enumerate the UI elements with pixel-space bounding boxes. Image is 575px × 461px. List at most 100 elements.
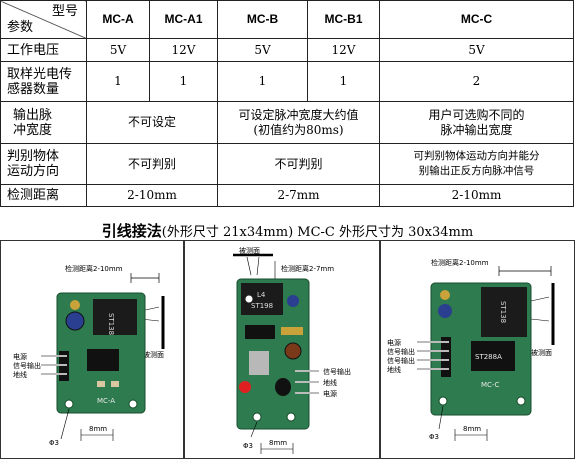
model-mc-a: MC-A — [86, 0, 150, 39]
pulse-c-line-1: 用户可选购不同的 — [428, 107, 525, 122]
mc-b-pitch-label: 8mm — [269, 439, 287, 447]
mc-c-mount-hole — [516, 396, 526, 406]
mc-c-mount-hole — [438, 396, 448, 406]
distance-c-cell: 2-10mm — [379, 184, 574, 207]
mc-a-sensor-module — [93, 299, 137, 335]
mc-c-ground-label: 地线 — [387, 365, 401, 374]
mc-a-signal-label: 信号输出 — [13, 361, 41, 370]
mc-b-capacitor — [287, 295, 299, 307]
mc-a-capacitor — [65, 311, 85, 331]
mc-b-cap-block — [249, 351, 269, 375]
direction-label-line-2: 运动方向 — [7, 164, 60, 179]
mc-c-power-label: 电源 — [387, 338, 401, 347]
model-mc-b: MC-B — [217, 0, 308, 39]
sensor-row: 取样光电传 感器数量 1 1 1 1 2 — [0, 61, 574, 102]
sensor-cell: 2 — [379, 61, 574, 102]
mc-c-board-photo: 检测距离2-10mm 被测面 ST138 ST288A MC-C 电源 信号输出… — [387, 258, 555, 441]
mc-c-signal-label-2: 信号输出 — [387, 356, 415, 365]
mc-a-potentiometer — [70, 300, 80, 310]
mc-b-ground-label: 地线 — [323, 378, 337, 387]
mc-b-signal-label: 信号输出 — [323, 367, 351, 376]
mc-b-board-photo: 被测面 检测距离2-7mm L4 ST198 信号输出 地线 电源 Φ3 8mm — [233, 246, 351, 454]
spec-table: 型号 参数 MC-A MC-A1 MC-B MC-B1 MC-C 工作电压 5V… — [0, 0, 574, 207]
sensor-cell: 1 — [149, 61, 218, 102]
direction-label: 判别物体 运动方向 — [0, 143, 87, 185]
voltage-cell: 5V — [379, 38, 574, 62]
mc-a-pitch-label: 8mm — [89, 425, 107, 433]
direction-b-cell: 不可判别 — [217, 143, 380, 185]
mc-a-power-label: 电源 — [13, 352, 27, 361]
mc-c-face-label: 被测面 — [531, 348, 552, 357]
distance-label: 检测距离 — [0, 184, 87, 207]
model-mc-c: MC-C — [379, 0, 574, 39]
mc-b-hole-size: Φ3 — [243, 442, 253, 450]
mc-b-potentiometer — [284, 342, 302, 360]
pulse-row: 输出脉 冲宽度 不可设定 可设定脉冲宽度大约值 (初值约为80ms) 用户可选购… — [0, 101, 574, 144]
pulse-c-line-2: 脉冲输出宽度 — [440, 122, 513, 137]
sensor-cell: 1 — [307, 61, 380, 102]
mc-b-resistor — [281, 327, 303, 335]
direction-ab-cell: 不可判别 — [86, 143, 218, 185]
direction-c-cell: 可判别物体运动方向并能分 别输出正反方向脉冲信号 — [379, 143, 574, 185]
pulse-b-line-1: 可设定脉冲宽度大约值 — [238, 107, 359, 122]
direction-row: 判别物体 运动方向 不可判别 不可判别 可判别物体运动方向并能分 别输出正反方向… — [0, 143, 574, 185]
mc-a-distance-label: 检测距离2-10mm — [65, 264, 123, 273]
mc-b-transistor — [275, 378, 291, 396]
model-mc-b1: MC-B1 — [307, 0, 380, 39]
panel-mc-a: 检测距离2-10mm 被测面 ST138 MC-A 电源 信号输出 地线 Φ3 … — [0, 240, 184, 459]
mc-c-capacitor — [438, 304, 452, 318]
mc-c-chip-label: ST138 — [499, 301, 507, 323]
mc-c-header-pins — [441, 337, 451, 377]
mc-a-face-label: 被测面 — [143, 350, 164, 359]
mc-a-hole-size: Φ3 — [49, 439, 59, 447]
corner-model-label: 型号 — [51, 4, 78, 19]
mc-a-ic — [87, 349, 119, 371]
mc-c-ic — [471, 341, 515, 371]
mc-a-board-label: MC-A — [97, 397, 115, 405]
pulse-c-cell: 用户可选购不同的 脉冲输出宽度 — [379, 101, 574, 144]
mc-b-mount-hole — [252, 412, 262, 422]
header-row: 型号 参数 MC-A MC-A1 MC-B MC-B1 MC-C — [0, 0, 574, 39]
wiring-title-bold: 引线接法 — [101, 222, 162, 240]
pulse-ab-cell: 不可设定 — [86, 101, 218, 144]
mc-c-signal-label-1: 信号输出 — [387, 347, 415, 356]
mc-a-mount-hole — [128, 399, 138, 409]
mc-b-chip-label-1: L4 — [257, 291, 266, 299]
mc-b-distance-label: 检测距离2-7mm — [281, 264, 334, 273]
sensor-label: 取样光电传 感器数量 — [0, 61, 87, 102]
mc-b-chip-label-2: ST198 — [251, 302, 273, 310]
voltage-row: 工作电压 5V 12V 5V 12V 5V — [0, 38, 574, 62]
mc-b-face-label: 被测面 — [239, 246, 260, 255]
voltage-label: 工作电压 — [0, 38, 87, 62]
direction-label-line-1: 判别物体 — [7, 149, 60, 164]
panel-mc-c: 检测距离2-10mm 被测面 ST138 ST288A MC-C 电源 信号输出… — [380, 240, 575, 459]
corner-cell: 型号 参数 — [0, 0, 87, 39]
pulse-b-line-2: (初值约为80ms) — [253, 122, 344, 137]
mc-b-mount-hole — [286, 412, 296, 422]
mc-a-chip-label: ST138 — [107, 313, 115, 335]
mc-c-potentiometer — [440, 290, 450, 300]
sensor-label-line-1: 取样光电传 — [7, 66, 73, 82]
voltage-cell: 5V — [217, 38, 308, 62]
pulse-label-line-1: 输出脉 — [13, 107, 53, 123]
mc-b-ic — [245, 325, 275, 339]
direction-c-line-1: 可判别物体运动方向并能分 — [413, 150, 540, 162]
distance-row: 检测距离 2-10mm 2-7mm 2-10mm — [0, 184, 574, 207]
mc-c-hole-size: Φ3 — [429, 433, 439, 441]
voltage-cell: 12V — [307, 38, 380, 62]
mc-c-distance-label: 检测距离2-10mm — [431, 258, 489, 267]
wiring-title-rest: (外形尺寸 21x34mm) MC-C 外形尺寸为 30x34mm — [161, 225, 474, 240]
mc-a-board-photo: 检测距离2-10mm 被测面 ST138 MC-A 电源 信号输出 地线 Φ3 … — [13, 264, 165, 447]
pulse-b-cell: 可设定脉冲宽度大约值 (初值约为80ms) — [217, 101, 380, 144]
distance-ab-cell: 2-10mm — [86, 184, 218, 207]
mc-b-pcb — [236, 278, 310, 430]
mc-a-mount-hole — [64, 399, 74, 409]
mc-a-ground-label: 地线 — [13, 370, 27, 379]
sensor-cell: 1 — [217, 61, 308, 102]
pulse-label-line-2: 冲宽度 — [13, 122, 53, 138]
mc-c-board-label: MC-C — [481, 381, 499, 389]
voltage-cell: 12V — [149, 38, 218, 62]
sensor-label-line-2: 感器数量 — [7, 81, 60, 97]
voltage-cell: 5V — [86, 38, 150, 62]
mc-c-pitch-label: 8mm — [463, 425, 481, 433]
